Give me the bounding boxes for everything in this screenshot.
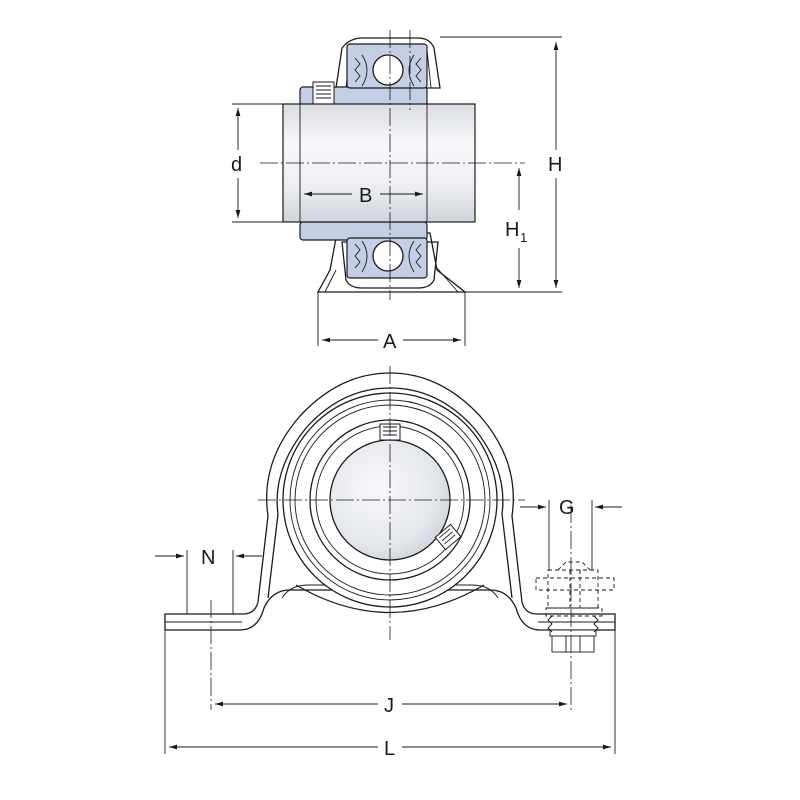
dim-h-label: H <box>548 154 562 176</box>
side-section-view: d B H H 1 A <box>231 30 562 353</box>
dim-l-label: L <box>384 738 395 760</box>
dim-j-label: J <box>384 695 394 717</box>
ball-bottom <box>372 240 404 272</box>
dim-h1-label: H <box>505 219 519 241</box>
set-screw-front-side <box>434 523 462 551</box>
set-screw-top <box>312 81 335 105</box>
dim-a-label: A <box>383 331 397 353</box>
dim-d-label: d <box>231 154 242 176</box>
front-view: N G J L <box>155 366 622 760</box>
ball-top <box>372 54 404 86</box>
housing-cap-bottom <box>341 241 439 289</box>
housing-cap-top <box>335 37 441 89</box>
dim-b-label: B <box>359 185 372 207</box>
dim-g-label: G <box>559 497 575 519</box>
dim-h1-subscript: 1 <box>520 230 527 245</box>
insert-ring-bottom <box>299 221 428 241</box>
base-plate <box>164 372 616 631</box>
dim-n-label: N <box>201 547 215 569</box>
bolt-assembly <box>535 561 615 653</box>
